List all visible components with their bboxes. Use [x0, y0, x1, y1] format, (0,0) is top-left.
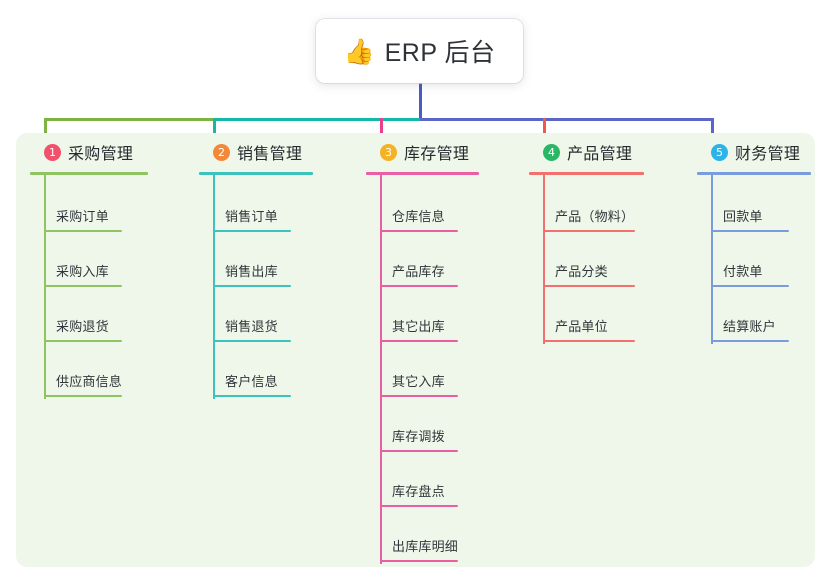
module-column-5: 5 财务管理回款单付款单结算账户: [697, 140, 811, 344]
module-item-rule: [543, 285, 635, 287]
module-spine-2: [213, 175, 215, 399]
module-spine-5: [711, 175, 713, 344]
module-item-label: 产品库存: [392, 264, 445, 279]
module-item-label: 结算账户: [723, 319, 776, 334]
module-item-label: 付款单: [723, 264, 763, 279]
module-item-label: 其它入库: [392, 374, 445, 389]
module-badge-4: 4: [543, 143, 560, 161]
module-spine-3: [380, 175, 382, 564]
module-title-4: 产品管理: [567, 146, 633, 163]
module-badge-3: 3: [380, 143, 397, 161]
module-title-5: 财务管理: [735, 146, 801, 163]
module-item-rule: [380, 505, 458, 507]
thumbs-up-icon: 👍: [343, 37, 375, 66]
module-item-label: 产品分类: [555, 264, 608, 279]
module-item-label: 库存调拨: [392, 429, 445, 444]
module-item-label: 销售出库: [225, 264, 278, 279]
modules-panel: [16, 133, 815, 567]
module-item-rule: [711, 340, 789, 342]
module-header-2[interactable]: 2 销售管理: [199, 140, 302, 164]
module-spine-1: [44, 175, 46, 399]
root-node-erp-backend[interactable]: 👍 ERP 后台: [316, 19, 523, 83]
module-item-rule: [44, 285, 122, 287]
module-item-label: 仓库信息: [392, 209, 445, 224]
module-header-rule-4: [529, 172, 644, 175]
module-item-label: 其它出库: [392, 319, 445, 334]
module-badge-2: 2: [213, 143, 230, 161]
module-header-3[interactable]: 3 库存管理: [366, 140, 469, 164]
module-item-label: 产品单位: [555, 319, 608, 334]
module-item-rule: [380, 285, 458, 287]
module-item-label: 回款单: [723, 209, 763, 224]
module-item-rule: [380, 230, 458, 232]
module-item-rule: [213, 340, 291, 342]
module-column-1: 1 采购管理采购订单采购入库采购退货供应商信息: [30, 140, 148, 399]
module-title-3: 库存管理: [404, 146, 470, 163]
module-item-label: 采购订单: [56, 209, 109, 224]
module-item-rule: [380, 340, 458, 342]
module-header-1[interactable]: 1 采购管理: [30, 140, 133, 164]
module-item-label: 供应商信息: [56, 374, 123, 389]
module-header-rule-5: [697, 172, 811, 175]
root-stem-line: [419, 83, 422, 121]
module-item-label: 销售订单: [225, 209, 278, 224]
module-header-4[interactable]: 4 产品管理: [529, 140, 632, 164]
module-header-rule-1: [30, 172, 148, 175]
module-column-2: 2 销售管理销售订单销售出库销售退货客户信息: [199, 140, 313, 399]
module-item-label: 采购退货: [56, 319, 109, 334]
module-item-label: 出库库明细: [392, 539, 459, 554]
module-item-rule: [543, 230, 635, 232]
module-item-label: 客户信息: [225, 374, 278, 389]
module-item-rule: [44, 230, 122, 232]
module-item-label: 产品（物料）: [555, 209, 635, 224]
module-item-rule: [711, 230, 789, 232]
module-header-5[interactable]: 5 财务管理: [697, 140, 800, 164]
module-header-rule-3: [366, 172, 479, 175]
module-item-label: 库存盘点: [392, 484, 445, 499]
bar-segment-green: [44, 118, 215, 121]
module-item-rule: [213, 395, 291, 397]
module-item-rule: [380, 395, 458, 397]
module-badge-1: 1: [44, 143, 61, 161]
bar-segment-teal: [213, 118, 422, 121]
module-title-1: 采购管理: [68, 146, 134, 163]
module-item-rule: [213, 230, 291, 232]
root-node-title: ERP 后台: [384, 39, 496, 67]
module-header-rule-2: [199, 172, 313, 175]
module-item-rule: [380, 560, 458, 562]
module-column-4: 4 产品管理产品（物料） 产品分类产品单位: [529, 140, 644, 344]
module-item-rule: [380, 450, 458, 452]
module-item-rule: [44, 340, 122, 342]
module-item-label: 采购入库: [56, 264, 109, 279]
module-title-2: 销售管理: [237, 146, 303, 163]
module-badge-5: 5: [711, 143, 728, 161]
module-spine-4: [543, 175, 545, 344]
module-item-rule: [543, 340, 635, 342]
module-item-rule: [711, 285, 789, 287]
module-item-label: 销售退货: [225, 319, 278, 334]
bar-segment-blue: [420, 118, 713, 121]
module-column-3: 3 库存管理仓库信息产品库存其它出库其它入库库存调拨库存盘点出库库明细: [366, 140, 479, 564]
module-item-rule: [213, 285, 291, 287]
module-item-rule: [44, 395, 122, 397]
